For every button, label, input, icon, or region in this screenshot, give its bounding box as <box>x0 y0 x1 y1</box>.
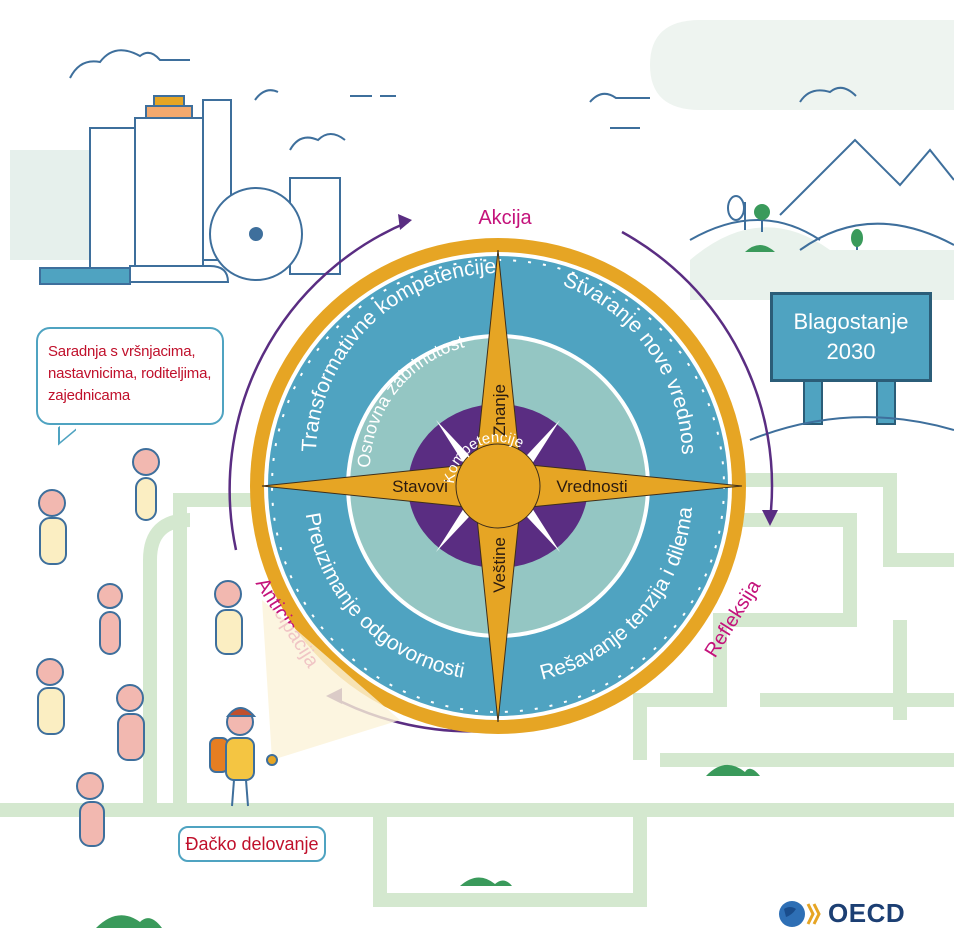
compass-point-west: Stavovi <box>392 477 448 496</box>
compass-point-south: Veštine <box>490 537 509 593</box>
speech-bubble: Saradnja s vršnjacima, nastavnicima, rod… <box>36 327 224 425</box>
signboard-line-1: Blagostanje <box>793 309 909 334</box>
globe-icon <box>779 900 821 927</box>
light-cone <box>262 600 400 760</box>
hill-under-sign <box>749 416 954 441</box>
oecd-logo-text: OECD <box>828 898 906 928</box>
peer-figures <box>36 448 243 847</box>
signboard-posts <box>803 379 896 425</box>
oecd-logo: OECD <box>778 898 905 929</box>
bubble-line-1: Saradnja s vršnjacima, <box>48 343 196 360</box>
hill-shape <box>690 227 954 300</box>
compass <box>250 238 746 734</box>
cloud-icons <box>69 49 857 151</box>
cloud-blob <box>650 20 954 110</box>
mountains <box>689 138 954 251</box>
signboard-line-2: 2030 <box>826 339 876 364</box>
bush-icons <box>96 764 760 928</box>
path-network <box>0 473 954 907</box>
student-figure <box>209 707 278 807</box>
tree-icons <box>727 195 863 252</box>
city-skyline <box>10 95 341 285</box>
wellbeing-signboard: Blagostanje 2030 <box>770 292 932 382</box>
student-agency-tag: Đačko delovanje <box>178 826 326 862</box>
bubble-line-3: zajednicama <box>48 387 131 404</box>
compass-point-east: Vrednosti <box>556 477 627 496</box>
bubble-line-2: nastavnicima, roditeljima, <box>48 365 212 382</box>
compass-point-north: Znanje <box>490 384 509 436</box>
cycle-label-action: Akcija <box>478 207 532 229</box>
